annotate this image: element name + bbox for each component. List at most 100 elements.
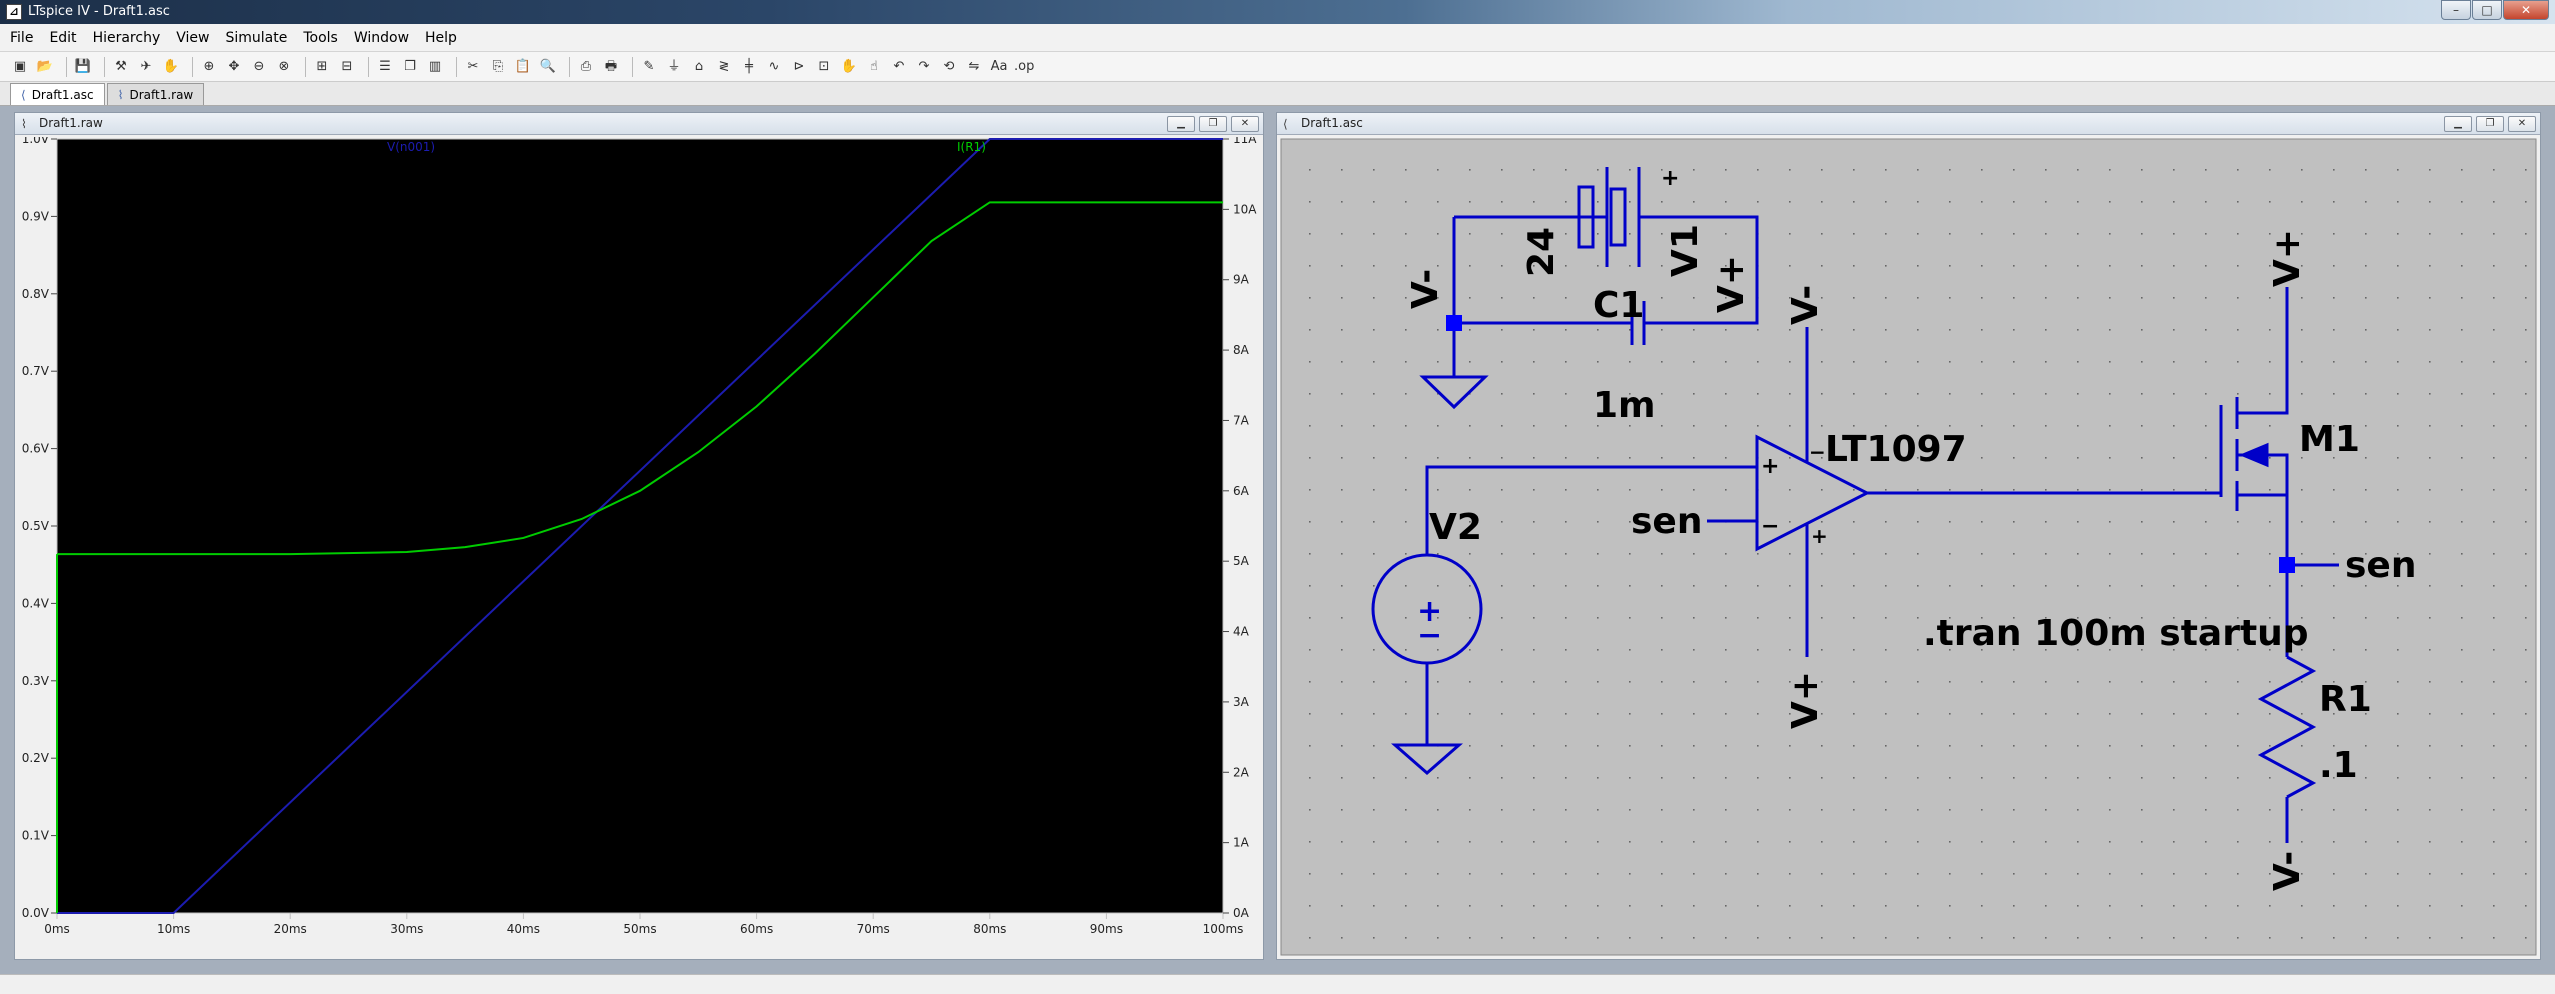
c1-value-label[interactable]: 1m (1593, 385, 1656, 426)
menu-view[interactable]: View (176, 29, 210, 46)
v1-value-label[interactable]: 24 (1521, 227, 1562, 277)
ground-symbol[interactable] (1391, 743, 1463, 775)
cascade-icon[interactable]: ❐ (404, 58, 416, 74)
delete-plot-icon[interactable]: ⊟ (341, 58, 353, 74)
rotate-icon[interactable]: ⟲ (943, 58, 955, 74)
menu-window[interactable]: Window (353, 29, 410, 46)
series-line-1[interactable] (57, 201, 1223, 556)
schematic-window-title: Draft1.asc (1301, 116, 1363, 130)
wire[interactable] (1655, 215, 1759, 325)
tile-horizontal-icon[interactable]: ☰ (379, 58, 391, 74)
mirror-icon[interactable]: ⇋ (968, 58, 980, 74)
resistor-icon[interactable]: ≷ (718, 58, 730, 74)
tab-draft1-raw[interactable]: ⌇ Draft1.raw (106, 83, 205, 105)
spice-directive-icon[interactable]: .op (1014, 58, 1035, 74)
v1-battery-plate[interactable] (1577, 185, 1595, 249)
zoom-in-icon[interactable]: ⊕ (203, 58, 215, 74)
menu-help[interactable]: Help (425, 29, 457, 46)
print-preview-icon[interactable]: ⎙ (580, 58, 592, 74)
ground-icon[interactable]: ⏚ (667, 58, 681, 74)
close-button[interactable]: ✕ (2508, 116, 2536, 132)
label-icon[interactable]: ⌂ (694, 58, 704, 74)
v1-name-label[interactable]: V1 (1665, 224, 1706, 277)
opamp-vplus-pin-sign: + (1811, 524, 1828, 548)
move-icon[interactable]: ✋ (840, 58, 858, 74)
control-panel-icon[interactable]: ⚒ (115, 58, 127, 74)
restore-button[interactable]: ❐ (1199, 116, 1227, 132)
inductor-icon[interactable]: ∿ (768, 58, 780, 74)
plot-pane[interactable] (57, 139, 1223, 913)
find-icon[interactable]: 🔍 (539, 58, 557, 74)
redo-icon[interactable]: ↷ (918, 58, 930, 74)
autorange-icon[interactable]: ⊞ (316, 58, 328, 74)
net-label-vplus-top[interactable]: V+ (1711, 255, 1752, 313)
net-label-vminus-r1[interactable]: V- (2267, 851, 2308, 891)
y-right-tick-label: 4A (1233, 625, 1250, 639)
r1-value-label[interactable]: .1 (2319, 745, 2358, 786)
run-icon[interactable]: ✈ (140, 58, 152, 74)
zoom-out-icon[interactable]: ⊖ (253, 58, 265, 74)
schematic-canvas[interactable]: + − − + + − + 24 V1 C1 1m V- V+ V- (1277, 137, 2540, 959)
m1-name-label[interactable]: M1 (2299, 419, 2360, 460)
net-label-vminus-opamp[interactable]: V- (1785, 285, 1826, 325)
r1-resistor[interactable] (2257, 655, 2317, 799)
wire[interactable] (1425, 465, 1757, 551)
paste-icon[interactable]: 📋 (514, 58, 532, 74)
drag-icon[interactable]: ☝ (870, 58, 878, 74)
r1-name-label[interactable]: R1 (2319, 679, 2372, 720)
series-line-0[interactable] (57, 138, 1223, 914)
x-tick-label: 90ms (1090, 922, 1123, 936)
ground-symbol[interactable] (1419, 375, 1489, 410)
opamp-name-label[interactable]: LT1097 (1825, 429, 1967, 470)
net-label-sen-out[interactable]: sen (2345, 545, 2416, 586)
y-left-tick-label: 0.8V (22, 287, 50, 301)
waveform-window-titlebar[interactable]: ⌇ Draft1.raw ▁ ❐ ✕ (15, 113, 1263, 135)
minimize-button[interactable]: ▁ (2444, 116, 2472, 132)
open-icon[interactable]: 📂 (36, 58, 54, 74)
menu-simulate[interactable]: Simulate (225, 29, 288, 46)
y-right-tick-label: 3A (1233, 695, 1250, 709)
menu-hierarchy[interactable]: Hierarchy (92, 29, 161, 46)
c1-name-label[interactable]: C1 (1593, 285, 1644, 326)
v2-name-label[interactable]: V2 (1429, 507, 1482, 548)
close-button[interactable]: ✕ (1231, 116, 1259, 132)
lt1097-opamp[interactable] (1755, 434, 1871, 552)
halt-icon[interactable]: ✋ (162, 58, 180, 74)
minimize-button[interactable]: ▁ (1167, 116, 1195, 132)
tab-draft1-asc[interactable]: ⟨ Draft1.asc (10, 83, 105, 105)
zoom-fit-icon[interactable]: ⊗ (278, 58, 290, 74)
copy-icon[interactable]: ⎘ (492, 58, 504, 74)
net-label-vminus-top[interactable]: V- (1405, 269, 1446, 309)
y-right-tick-label: 2A (1233, 765, 1250, 779)
menu-file[interactable]: File (10, 29, 34, 46)
wire-icon[interactable]: ✎ (643, 58, 655, 74)
cut-icon[interactable]: ✂ (467, 58, 479, 74)
diode-icon[interactable]: ⊳ (793, 58, 805, 74)
save-icon[interactable]: 💾 (74, 58, 92, 74)
spice-directive[interactable]: .tran 100m startup (1923, 613, 2309, 654)
menu-tools[interactable]: Tools (303, 29, 338, 46)
print-icon[interactable]: 🖶 (604, 58, 618, 74)
trace-legend-label[interactable]: V(n001) (387, 140, 435, 154)
wire[interactable] (2237, 287, 2289, 415)
tile-vertical-icon[interactable]: ▥ (428, 58, 442, 74)
schematic-sheet[interactable] (1280, 138, 2537, 956)
close-button[interactable]: ✕ (2503, 0, 2549, 20)
y-left-tick-label: 0.3V (22, 674, 50, 688)
net-label-sen-in[interactable]: sen (1631, 501, 1702, 542)
undo-icon[interactable]: ↶ (893, 58, 905, 74)
text-icon[interactable]: Aa (990, 58, 1008, 74)
schematic-window-titlebar[interactable]: ⟨ Draft1.asc ▁ ❐ ✕ (1277, 113, 2540, 135)
maximize-button[interactable]: □ (2472, 0, 2502, 20)
component-icon[interactable]: ⊡ (818, 58, 830, 74)
pan-icon[interactable]: ✥ (228, 58, 240, 74)
trace-legend-label[interactable]: I(R1) (957, 140, 986, 154)
menu-edit[interactable]: Edit (49, 29, 77, 46)
net-label-vplus-m1[interactable]: V+ (2267, 229, 2308, 287)
restore-button[interactable]: ❐ (2476, 116, 2504, 132)
minimize-button[interactable]: – (2441, 0, 2471, 20)
capacitor-icon[interactable]: ╪ (745, 58, 753, 74)
net-label-vplus-opamp[interactable]: V+ (1785, 671, 1826, 729)
new-schematic-icon[interactable]: ▣ (13, 58, 27, 74)
